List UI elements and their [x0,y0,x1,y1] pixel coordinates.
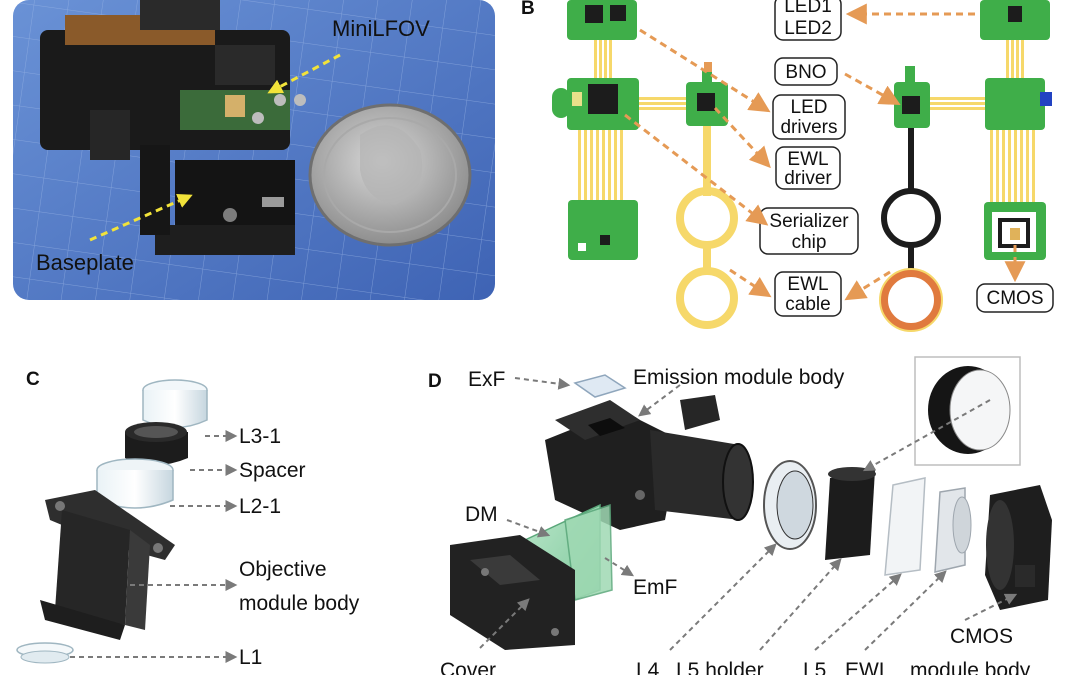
lens-l3-1 [142,379,208,429]
label-serializer-2: chip [792,232,827,253]
emission-module-body [545,395,754,530]
leader-lines-c [70,430,238,663]
label-box-cmos: CMOS [976,283,1054,313]
label-emission-body: Emission module body [633,366,845,389]
cmos-module-body [985,485,1052,610]
label-ewl-driver-1: EWL [787,149,828,170]
quarter-coin [308,103,472,247]
panel-letter-b: B [521,0,535,19]
label-led-drivers-2: drivers [780,117,837,138]
lens-l1 [16,642,74,664]
label-box-serializer: Serializer chip [759,207,859,255]
label-l4: L4 [636,659,660,675]
annotation-arrows-b [624,3,1026,301]
excitation-filter [573,374,627,398]
label-l2-1: L2-1 [239,495,281,518]
miniscope-pointer-arrow [267,53,341,94]
panel-letter-d: D [428,371,442,392]
panel-b: B [521,0,1054,332]
pcb-right-assembly [879,0,1052,332]
label-cover: Cover [440,659,496,675]
pcb-left-assembly [552,0,738,329]
label-ewl-cable-1: EWL [787,274,828,295]
electrowetting-lens [934,487,972,573]
panel-a: A [13,0,495,300]
label-box-led-drivers: LED drivers [772,94,846,140]
l5-holder [825,467,876,560]
label-box-ewl-driver: EWL driver [775,146,841,190]
label-cmos-body-2: module body [910,659,1031,675]
label-spacer: Spacer [239,459,306,482]
label-exf: ExF [468,368,505,391]
label-l5-holder: L5 holder [676,659,764,675]
label-l5: L5 [803,659,826,675]
label-baseplate: Baseplate [36,250,134,275]
label-miniscope: MiniLFOV [332,16,430,41]
label-bno: BNO [785,62,826,83]
label-box-bno: BNO [774,57,838,86]
panel-c: C [16,369,360,669]
lens-l4 [763,460,817,550]
label-led1: LED1 [784,0,832,17]
panel-letter-c: C [26,369,40,390]
label-serializer-1: Serializer [769,211,849,232]
objective-module-body [40,490,175,640]
leader-lines-d [479,377,1018,651]
label-objective-1: Objective [239,558,327,581]
ewl-inset [914,356,1021,466]
label-led-drivers-1: LED [791,97,828,118]
label-ewl-cable-2: cable [785,294,830,315]
panel-d: D [428,356,1052,675]
lens-l5 [884,477,926,576]
label-objective-2: module body [239,592,360,615]
label-emf: EmF [633,576,677,599]
baseplate-part [155,160,295,255]
lens-l2-1 [96,458,174,509]
label-dm: DM [465,503,498,526]
label-cmos: CMOS [987,288,1044,309]
spacer-ring [125,422,188,465]
label-l1: L1 [239,646,262,669]
label-ewl: EWL [845,659,891,675]
label-box-ewl-cable: EWL cable [774,271,842,317]
label-cmos-body-1: CMOS [950,625,1013,648]
miniscope-device [40,0,306,235]
label-l3-1: L3-1 [239,425,281,448]
cover-plate [450,535,575,650]
baseplate-pointer-arrow [89,193,193,242]
label-box-led: LED1 LED2 [774,0,842,41]
label-ewl-driver-2: driver [784,168,832,189]
label-led2: LED2 [784,18,832,39]
